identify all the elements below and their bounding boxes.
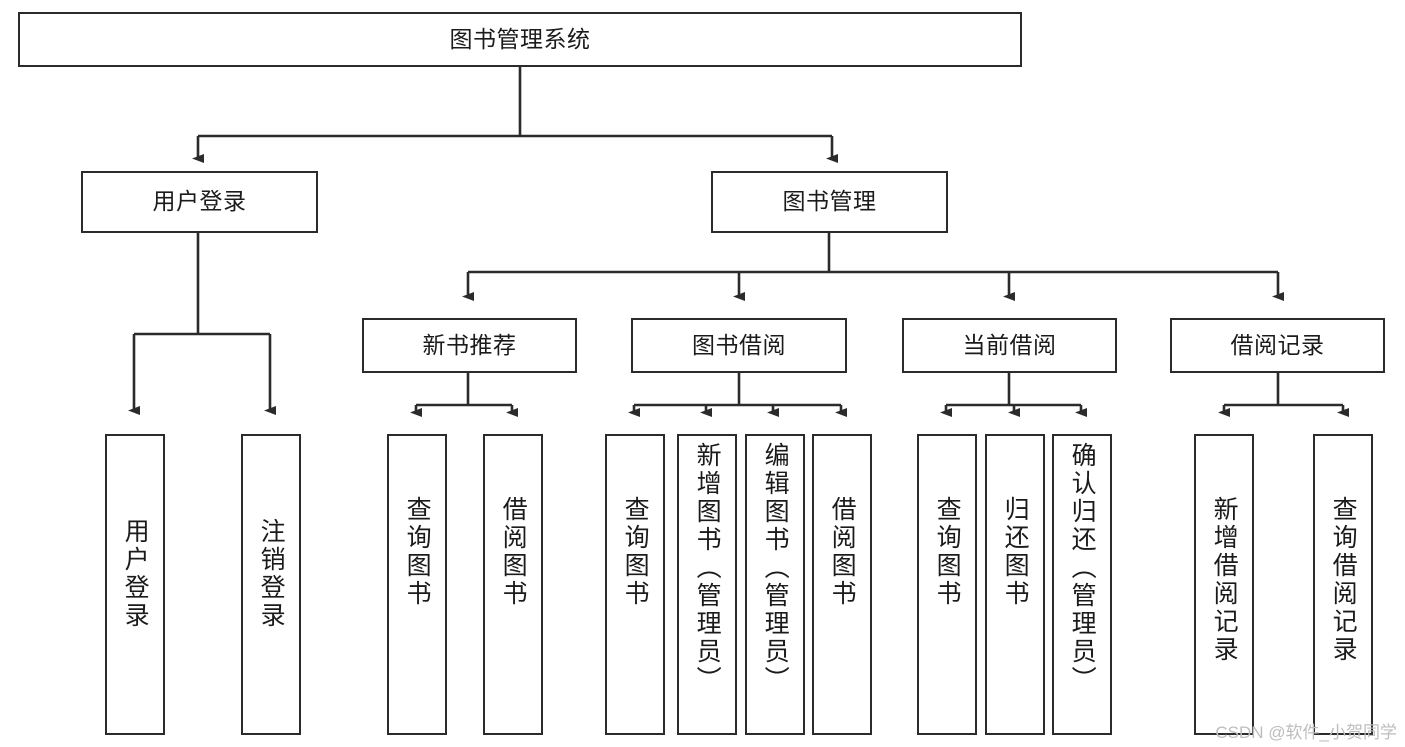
node-book-management-label: 图书管理 <box>782 188 877 215</box>
node-root-label: 图书管理系统 <box>449 25 591 52</box>
node-current-borrow-label: 当前借阅 <box>962 331 1057 358</box>
leaf-confirm-return-admin-label: 确认归还（管理员） <box>1068 442 1097 694</box>
leaf-query-book-current[interactable]: 查询图书 <box>917 434 977 735</box>
leaf-add-borrow-record-label: 新增借阅记录 <box>1210 496 1239 664</box>
leaf-query-book-recommend-label: 查询图书 <box>403 496 432 608</box>
node-user-login-label: 用户登录 <box>152 188 247 215</box>
leaf-query-borrow-record-label: 查询借阅记录 <box>1329 496 1358 664</box>
watermark: CSDN @软件_小贺同学 <box>1215 723 1397 742</box>
node-borrow-record-label: 借阅记录 <box>1230 331 1325 358</box>
leaf-add-borrow-record[interactable]: 新增借阅记录 <box>1194 434 1254 735</box>
leaf-return-book[interactable]: 归还图书 <box>985 434 1045 735</box>
leaf-borrow-book-recommend-label: 借阅图书 <box>499 496 528 608</box>
leaf-add-book-admin[interactable]: 新增图书（管理员） <box>677 434 737 735</box>
leaf-edit-book-admin[interactable]: 编辑图书（管理员） <box>745 434 805 735</box>
leaf-query-book-recommend[interactable]: 查询图书 <box>387 434 447 735</box>
leaf-edit-book-admin-label: 编辑图书（管理员） <box>761 442 790 694</box>
leaf-return-book-label: 归还图书 <box>1001 496 1030 608</box>
node-new-book-recommend[interactable]: 新书推荐 <box>362 318 577 373</box>
leaf-borrow-book-recommend[interactable]: 借阅图书 <box>483 434 543 735</box>
node-borrow-record[interactable]: 借阅记录 <box>1170 318 1385 373</box>
node-book-management[interactable]: 图书管理 <box>711 171 948 233</box>
leaf-query-book-current-label: 查询图书 <box>933 496 962 608</box>
node-new-book-recommend-label: 新书推荐 <box>422 331 517 358</box>
node-book-borrow[interactable]: 图书借阅 <box>631 318 847 373</box>
leaf-add-book-admin-label: 新增图书（管理员） <box>693 442 722 694</box>
leaf-query-borrow-record[interactable]: 查询借阅记录 <box>1313 434 1373 735</box>
leaf-user-logout[interactable]: 注销登录 <box>241 434 301 735</box>
node-book-borrow-label: 图书借阅 <box>692 331 786 358</box>
leaf-borrow-book-label: 借阅图书 <box>828 496 857 608</box>
leaf-user-login[interactable]: 用户登录 <box>105 434 165 735</box>
leaf-borrow-book[interactable]: 借阅图书 <box>812 434 872 735</box>
leaf-confirm-return-admin[interactable]: 确认归还（管理员） <box>1052 434 1112 735</box>
leaf-user-login-label: 用户登录 <box>121 518 150 630</box>
leaf-query-book-borrow-label: 查询图书 <box>621 496 650 608</box>
node-root[interactable]: 图书管理系统 <box>18 12 1022 67</box>
node-user-login[interactable]: 用户登录 <box>81 171 318 233</box>
leaf-query-book-borrow[interactable]: 查询图书 <box>605 434 665 735</box>
leaf-user-logout-label: 注销登录 <box>257 518 286 630</box>
node-current-borrow[interactable]: 当前借阅 <box>902 318 1117 373</box>
